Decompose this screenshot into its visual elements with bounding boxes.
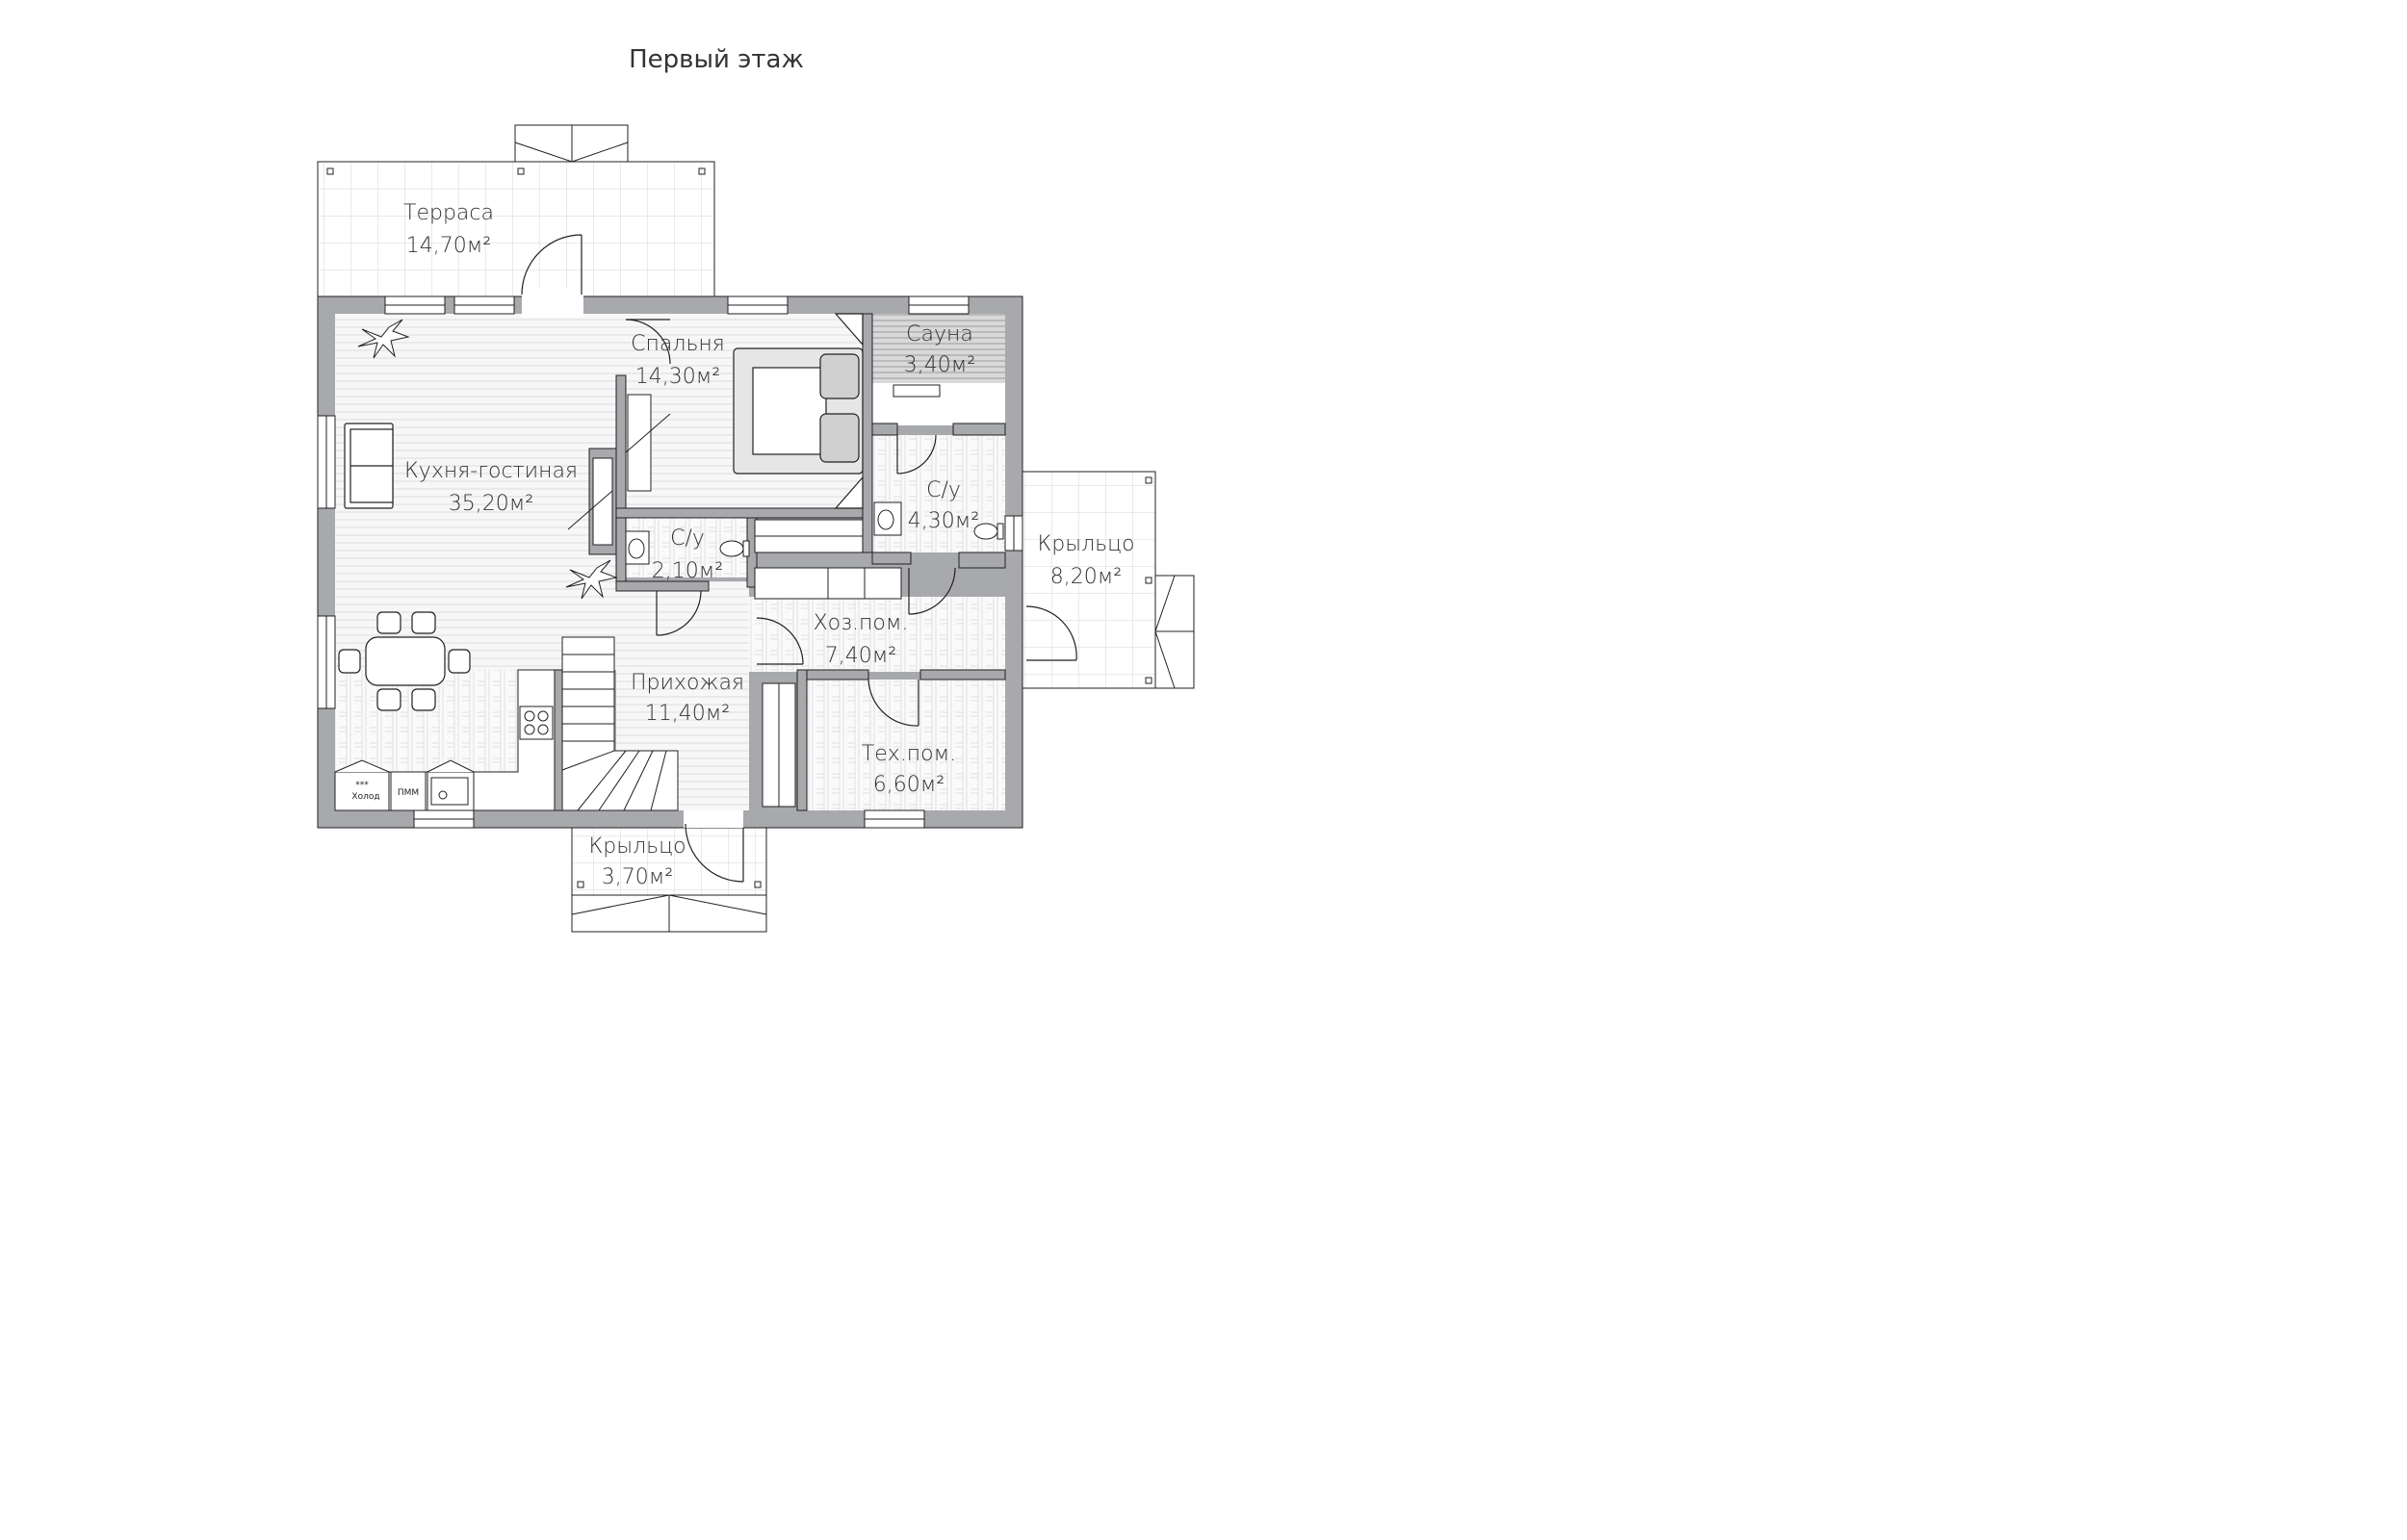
bath-large-name: С/у: [926, 478, 961, 502]
porch-south-name: Крыльцо: [588, 834, 686, 859]
windows: [317, 295, 1023, 829]
room-labels: Терраса 14,70м² Спальня 14,30м² Сауна 3,…: [403, 201, 1135, 889]
plant-icon: [357, 319, 410, 359]
porch-east-area: 8,20м²: [1050, 565, 1122, 589]
tech-area: 6,60м²: [873, 773, 945, 797]
utility-area: 7,40м²: [825, 644, 896, 668]
interior-walls: [554, 313, 1006, 828]
bedroom-area: 14,30м²: [635, 365, 720, 389]
plant-icon: [565, 559, 618, 600]
doors: [521, 234, 1077, 883]
dishwasher-label: ПММ: [398, 788, 419, 798]
bedroom-name: Спальня: [631, 332, 725, 356]
fridge-label: Холод: [351, 792, 379, 802]
hallway-name: Прихожая: [631, 671, 744, 695]
porch-east-name: Крыльцо: [1037, 532, 1134, 556]
bath-small-area: 2,10м²: [652, 559, 723, 583]
toilet-icon: [625, 530, 750, 565]
tv: [567, 394, 671, 546]
sauna-name: Сауна: [906, 322, 973, 346]
utility-name: Хоз.пом.: [814, 611, 909, 635]
fridge-stars: ***: [355, 781, 369, 790]
stairs: [561, 636, 679, 811]
sauna-bench: [893, 384, 941, 398]
living-name: Кухня-гостиная: [404, 459, 578, 483]
hallway-area: 11,40м²: [645, 702, 730, 726]
bath-small-name: С/у: [670, 526, 705, 551]
terrace-name: Терраса: [403, 201, 494, 225]
bed: [733, 313, 864, 509]
sauna-area: 3,40м²: [904, 353, 975, 377]
living-area: 35,20м²: [449, 492, 533, 516]
sink-icon: [873, 501, 1004, 540]
kitchen: [334, 669, 556, 811]
terrace: [317, 124, 715, 297]
porch-south-area: 3,70м²: [602, 865, 673, 889]
tech-name: Тех.пом.: [862, 742, 956, 766]
bath-large-area: 4,30м²: [908, 509, 979, 533]
wardrobe: [754, 519, 902, 808]
plan-title: Первый этаж: [629, 45, 804, 74]
porch-south: [571, 825, 767, 933]
dining-table: [338, 611, 471, 711]
floor-plan: Первый этаж: [317, 45, 1195, 933]
sofa: [344, 423, 394, 509]
terrace-area: 14,70м²: [406, 234, 491, 258]
